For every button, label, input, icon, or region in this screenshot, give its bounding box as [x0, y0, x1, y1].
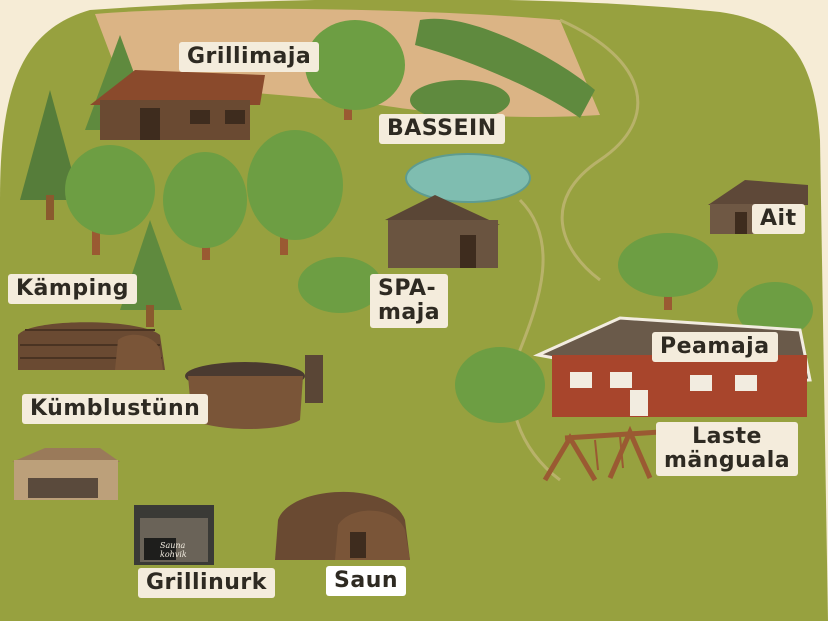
saun-building [275, 491, 410, 560]
label-peamaja[interactable]: Peamaja [652, 332, 778, 362]
grillinurk-sign-line2: kohvik [160, 550, 187, 559]
label-grillimaja[interactable]: Grillimaja [179, 42, 320, 72]
spa-building [385, 195, 500, 268]
tree [305, 20, 405, 120]
label-spa-line1: SPA- [378, 276, 437, 301]
bush [737, 282, 813, 338]
grillinurk-sign-line1: Sauna [160, 541, 186, 550]
pine-tree [20, 90, 80, 220]
label-saun[interactable]: Saun [326, 566, 407, 596]
footpath [559, 18, 640, 282]
label-laste-manguala[interactable]: Laste mänguala [656, 422, 799, 476]
grillinurk-shelter [134, 505, 214, 565]
label-laste-line2: mänguala [664, 448, 791, 473]
bush [455, 347, 545, 423]
bush [298, 257, 382, 313]
kamping-cabin [18, 322, 165, 370]
label-spa-line2: maja [378, 300, 441, 325]
tree [247, 130, 343, 255]
gazebo [12, 448, 120, 500]
label-laste-line1: Laste [692, 424, 762, 449]
tree [618, 233, 718, 310]
swing [542, 425, 661, 482]
pool [405, 153, 531, 203]
label-kumblustunn[interactable]: Kümblustünn [22, 394, 209, 424]
grillimaja-building [90, 70, 265, 140]
label-spa-maja[interactable]: SPA- maja [370, 274, 449, 328]
kumblustunn-tub [185, 355, 323, 429]
label-grillinurk[interactable]: Grillinurk [138, 568, 275, 598]
tree [65, 145, 155, 255]
label-ait[interactable]: Ait [752, 204, 805, 234]
label-kamping[interactable]: Kämping [8, 274, 138, 304]
hedge [415, 18, 595, 118]
label-bassein[interactable]: BASSEIN [379, 114, 505, 144]
footpath [510, 198, 561, 482]
bush [410, 80, 510, 120]
tree [163, 152, 247, 260]
